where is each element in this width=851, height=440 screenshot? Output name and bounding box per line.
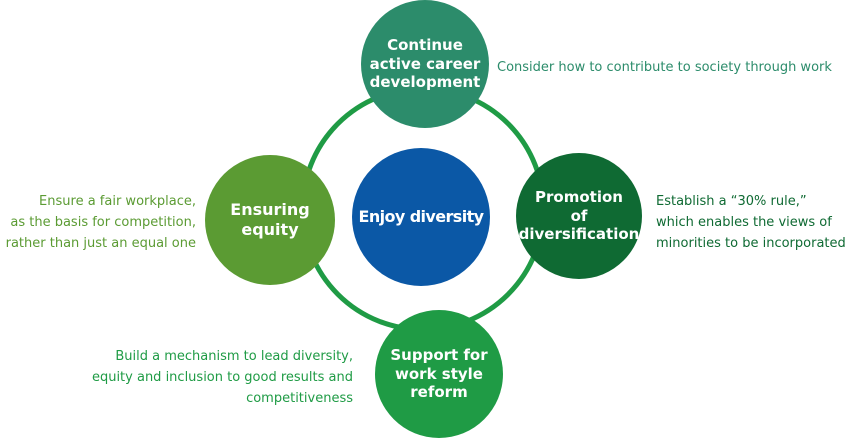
note-work-style-reform: Build a mechanism to lead diversity, equ… bbox=[91, 349, 353, 406]
note-ensuring-equity: Ensure a fair workplace, as the basis fo… bbox=[5, 194, 196, 251]
note-career-development: Consider how to contribute to society th… bbox=[497, 60, 832, 75]
node-work-style-reform: Support for work style reform bbox=[375, 310, 503, 438]
center-node-label: Enjoy diversity bbox=[358, 207, 485, 226]
node-career-development-label: Continue active career development bbox=[369, 35, 481, 92]
node-diversification: Promotion of diversification bbox=[516, 153, 642, 279]
note-diversification: Establish a “30% rule,” which enables th… bbox=[656, 194, 846, 251]
center-node: Enjoy diversity bbox=[352, 148, 490, 286]
node-ensuring-equity-label: Ensuring equity bbox=[230, 200, 310, 239]
node-diversification-label: Promotion of diversification bbox=[518, 187, 640, 244]
node-ensuring-equity: Ensuring equity bbox=[205, 155, 335, 285]
node-career-development: Continue active career development bbox=[361, 0, 489, 128]
node-work-style-reform-label: Support for work style reform bbox=[390, 345, 488, 402]
